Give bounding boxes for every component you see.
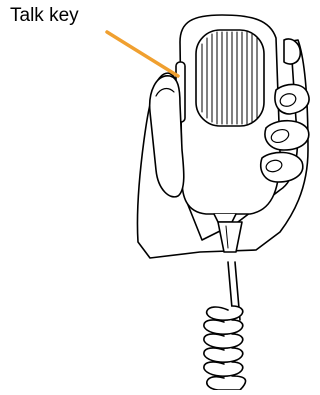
coiled-cord — [204, 262, 246, 390]
talk-key-label: Talk key — [10, 5, 79, 27]
speaker-grille — [196, 30, 264, 126]
callout-leader-line — [107, 32, 178, 76]
